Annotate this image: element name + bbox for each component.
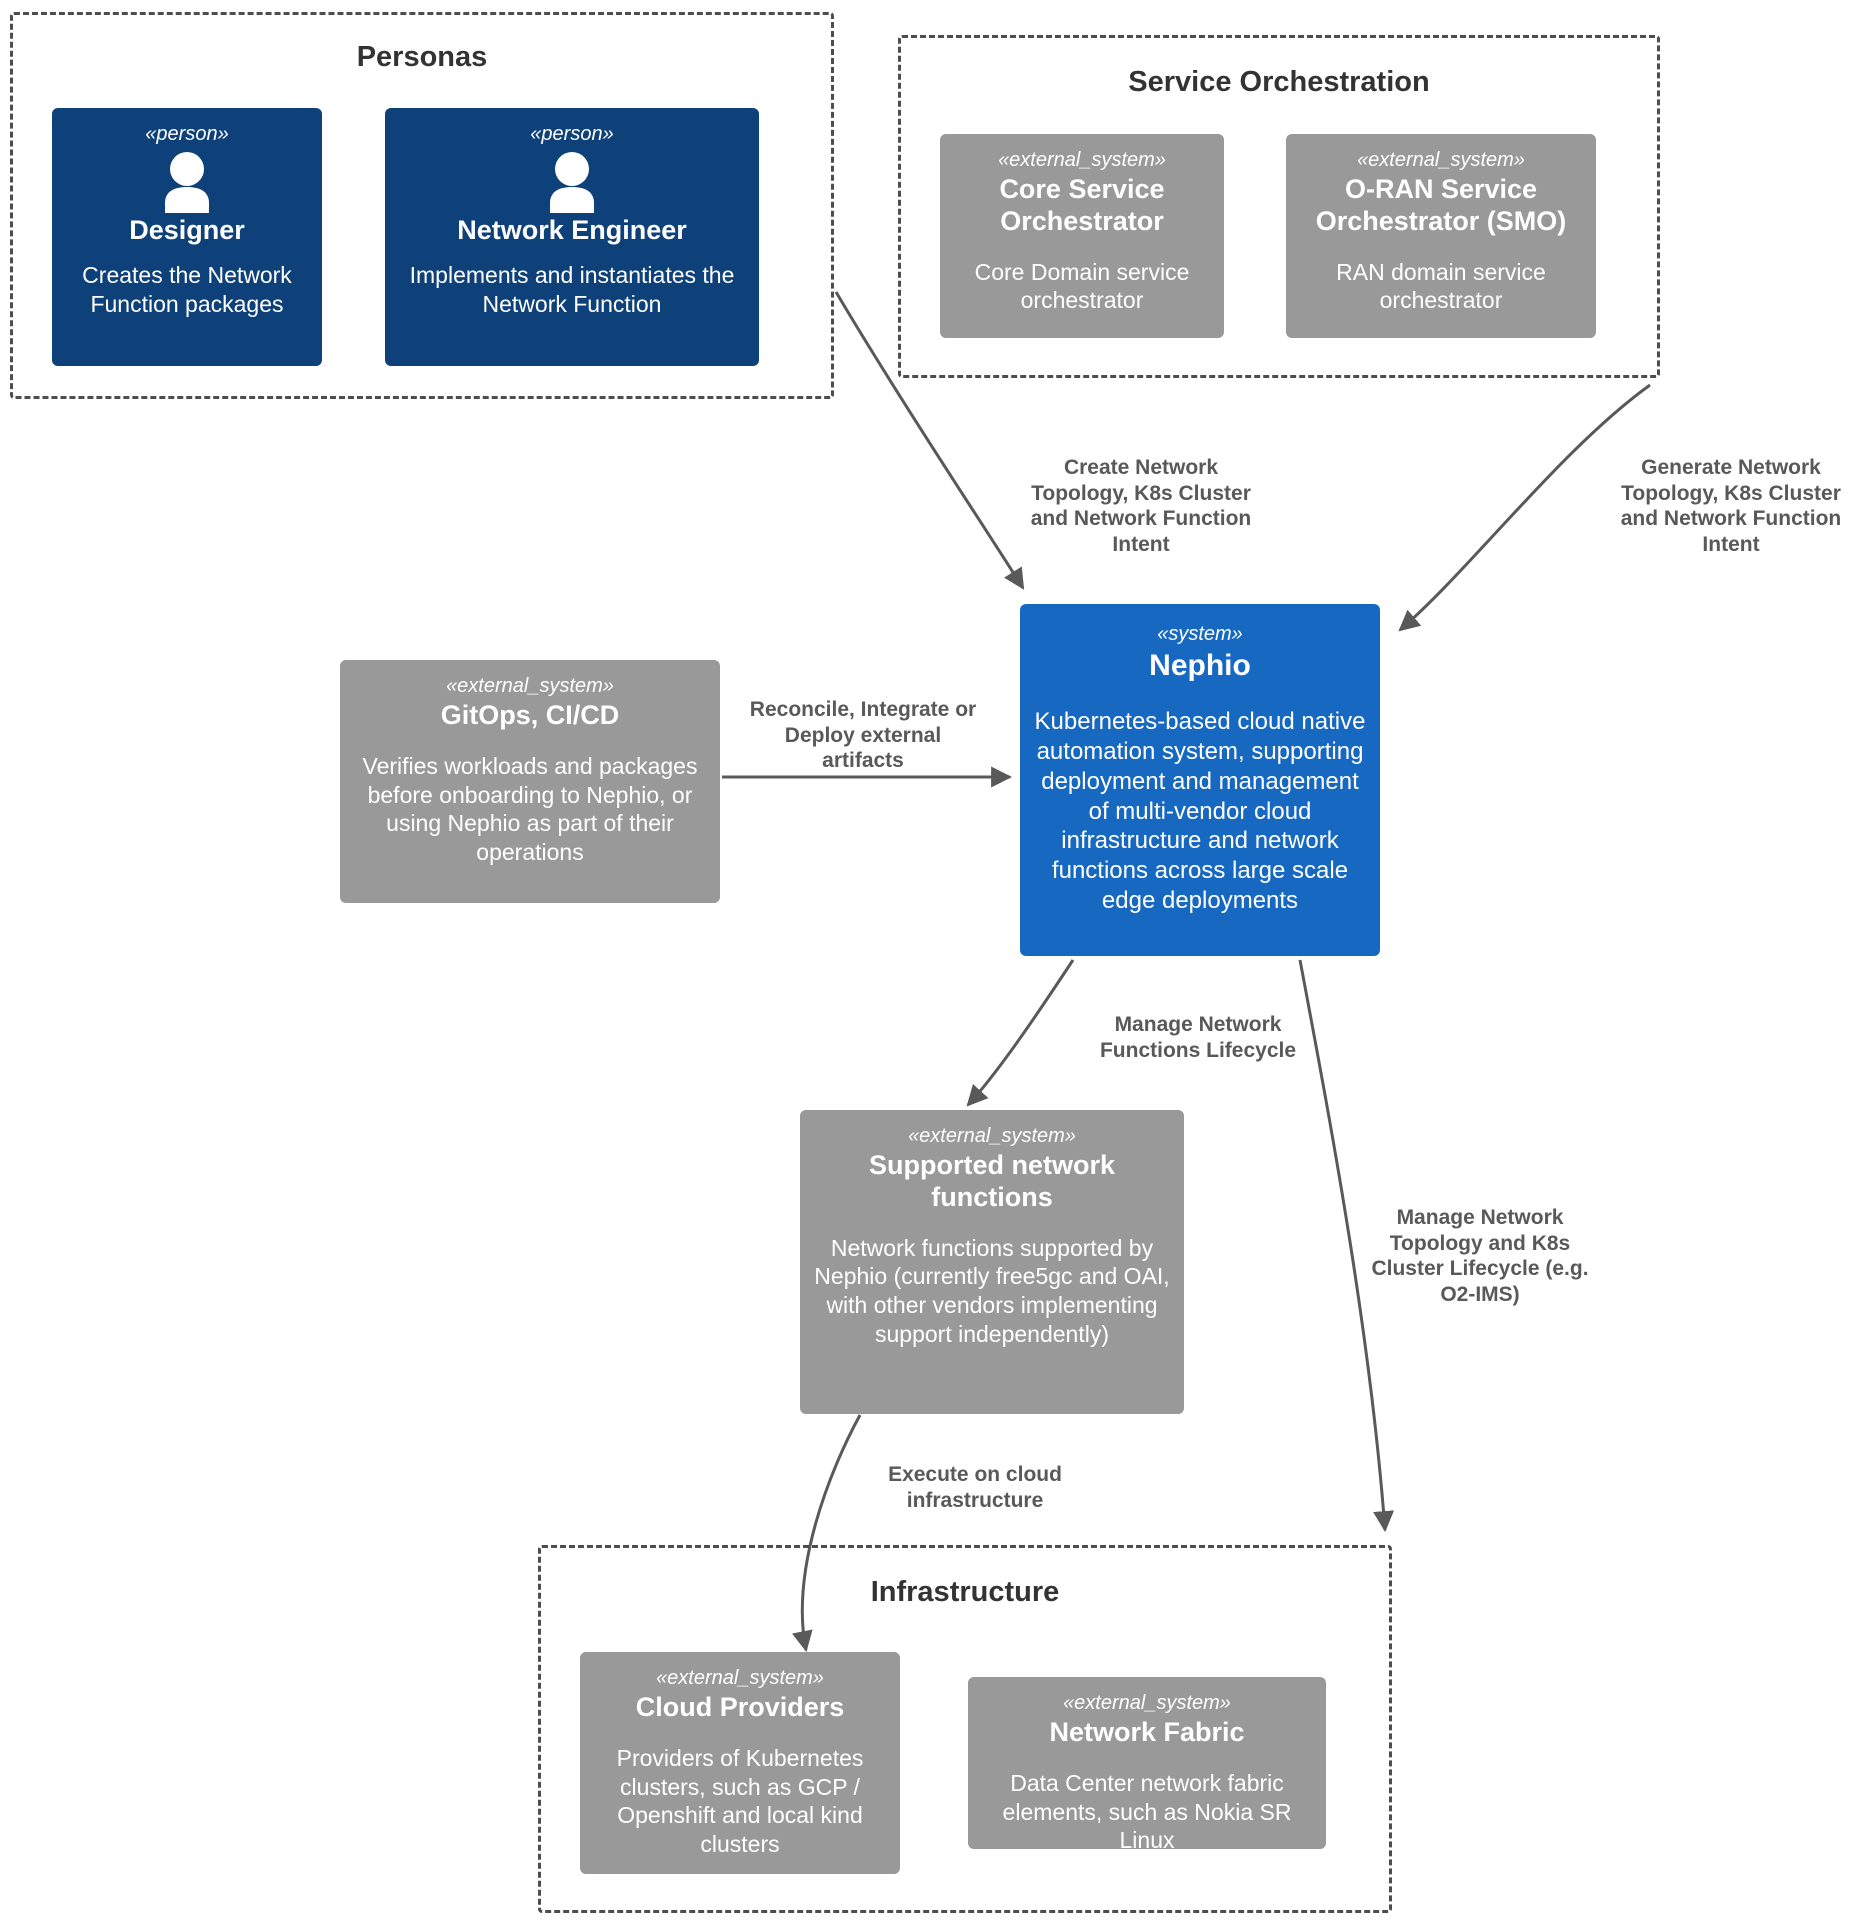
node-supported-network-functions-description: Network functions supported by Nephio (c…	[814, 1234, 1170, 1347]
node-core-service-orchestrator-title: Core Service Orchestrator	[999, 174, 1165, 236]
node-gitops-title: GitOps, CI/CD	[440, 700, 620, 730]
group-infrastructure-title: Infrastructure	[870, 1576, 1060, 1608]
edge-label-manage-topology-lifecycle: Manage Network Topology and K8s Cluster …	[1371, 1206, 1589, 1306]
node-network-fabric-description: Data Center network fabric elements, suc…	[1002, 1769, 1292, 1849]
node-gitops-stereotype: «external_system»	[446, 675, 614, 697]
group-personas: Personas	[10, 12, 834, 399]
node-gitops[interactable]: «external_system» GitOps, CI/CD Verifies…	[340, 660, 720, 903]
edge-label-execute-on-cloud: Execute on cloud infrastructure	[888, 1463, 1062, 1512]
node-core-service-orchestrator-stereotype: «external_system»	[998, 149, 1166, 171]
edge-label-manage-nf-lifecycle: Manage Network Functions Lifecycle	[1099, 1013, 1297, 1062]
node-oran-service-orchestrator-description: RAN domain service orchestrator	[1336, 258, 1546, 314]
group-personas-title: Personas	[356, 41, 488, 73]
person-icon	[165, 152, 209, 213]
node-nephio-title: Nephio	[1149, 649, 1251, 682]
node-nephio-stereotype: «system»	[1157, 623, 1243, 645]
group-service-orchestration-title: Service Orchestration	[1128, 66, 1430, 98]
node-network-engineer-title: Network Engineer	[457, 215, 687, 245]
edge-nephio-to-network-functions	[966, 959, 1075, 1107]
edge-label-reconcile-artifacts: Reconcile, Integrate or Deploy external …	[749, 698, 977, 773]
node-oran-service-orchestrator[interactable]: «external_system» O-RAN Service Orchestr…	[1286, 134, 1596, 338]
node-gitops-description: Verifies workloads and packages before o…	[362, 752, 698, 866]
node-network-engineer-description: Implements and instantiates the Network …	[409, 261, 735, 317]
node-designer-title: Designer	[129, 215, 245, 245]
node-cloud-providers-description: Providers of Kubernetes clusters, such a…	[616, 1744, 864, 1858]
node-core-service-orchestrator[interactable]: «external_system» Core Service Orchestra…	[940, 134, 1224, 338]
node-supported-network-functions[interactable]: «external_system» Supported network func…	[800, 1110, 1184, 1414]
node-oran-service-orchestrator-title: O-RAN Service Orchestrator (SMO)	[1315, 174, 1567, 236]
node-designer-description: Creates the Network Function packages	[82, 261, 292, 317]
node-cloud-providers-stereotype: «external_system»	[656, 1667, 824, 1689]
group-service-orchestration: Service Orchestration	[898, 35, 1660, 378]
person-icon	[550, 152, 594, 213]
node-network-engineer[interactable]: «person» Network Engineer Implements and…	[385, 108, 759, 366]
node-designer[interactable]: «person» Designer Creates the Network Fu…	[52, 108, 322, 366]
node-network-fabric-stereotype: «external_system»	[1063, 1692, 1231, 1714]
node-nephio[interactable]: «system» Nephio Kubernetes-based cloud n…	[1020, 604, 1380, 956]
node-network-fabric[interactable]: «external_system» Network Fabric Data Ce…	[968, 1677, 1326, 1849]
node-cloud-providers[interactable]: «external_system» Cloud Providers Provid…	[580, 1652, 900, 1874]
edge-label-generate-intent: Generate Network Topology, K8s Cluster a…	[1620, 456, 1842, 556]
edge-label-create-intent: Create Network Topology, K8s Cluster and…	[1030, 456, 1252, 556]
node-supported-network-functions-title: Supported network functions	[868, 1150, 1115, 1212]
node-designer-stereotype: «person»	[145, 123, 229, 145]
node-oran-service-orchestrator-stereotype: «external_system»	[1357, 149, 1525, 171]
node-core-service-orchestrator-description: Core Domain service orchestrator	[974, 258, 1190, 314]
group-infrastructure: Infrastructure	[538, 1545, 1392, 1913]
node-nephio-description: Kubernetes-based cloud native automation…	[1034, 708, 1366, 914]
node-cloud-providers-title: Cloud Providers	[635, 1692, 845, 1722]
node-supported-network-functions-stereotype: «external_system»	[908, 1125, 1076, 1147]
node-network-engineer-stereotype: «person»	[530, 123, 614, 145]
node-network-fabric-title: Network Fabric	[1049, 1717, 1245, 1747]
